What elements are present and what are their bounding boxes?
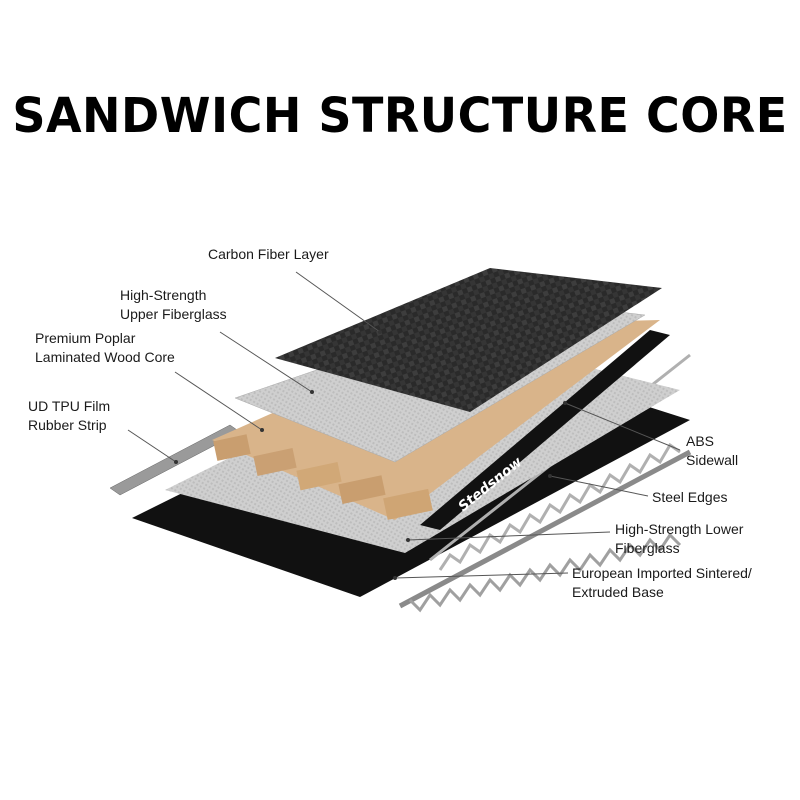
label-abs-sidewall: ABS Sidewall: [686, 432, 738, 470]
label-line: High-Strength: [120, 287, 207, 303]
label-line: Upper Fiberglass: [120, 306, 227, 322]
label-upper-fiberglass: High-Strength Upper Fiberglass: [120, 286, 227, 324]
label-tpu-film: UD TPU Film Rubber Strip: [28, 397, 110, 435]
label-wood-core: Premium Poplar Laminated Wood Core: [35, 329, 175, 367]
label-line: Fiberglass: [615, 540, 680, 556]
label-base: European Imported Sintered/ Extruded Bas…: [572, 564, 752, 602]
steel-edge-lower: [398, 449, 692, 613]
label-line: European Imported Sintered/: [572, 565, 752, 581]
label-line: Premium Poplar: [35, 330, 136, 346]
leader-dots: [174, 330, 567, 580]
label-line: Sidewall: [686, 452, 739, 468]
page-title: SANDWICH STRUCTURE CORE: [12, 86, 788, 144]
abs-sidewall: [420, 330, 670, 530]
label-line: Rubber Strip: [28, 417, 107, 433]
carbon-fiber-layer: [275, 268, 662, 412]
label-lower-fiberglass: High-Strength Lower Fiberglass: [615, 520, 743, 558]
label-line: Laminated Wood Core: [35, 349, 175, 365]
label-carbon-fiber: Carbon Fiber Layer: [208, 245, 329, 264]
label-line: Extruded Base: [572, 584, 664, 600]
label-line: Steel Edges: [652, 489, 728, 505]
leader-lines: [127, 271, 681, 579]
label-line: UD TPU Film: [28, 398, 111, 414]
label-line: High-Strength Lower: [615, 521, 744, 537]
label-steel-edges: Steel Edges: [652, 488, 728, 507]
label-line: Carbon Fiber Layer: [208, 246, 329, 262]
label-line: ABS: [686, 433, 715, 449]
